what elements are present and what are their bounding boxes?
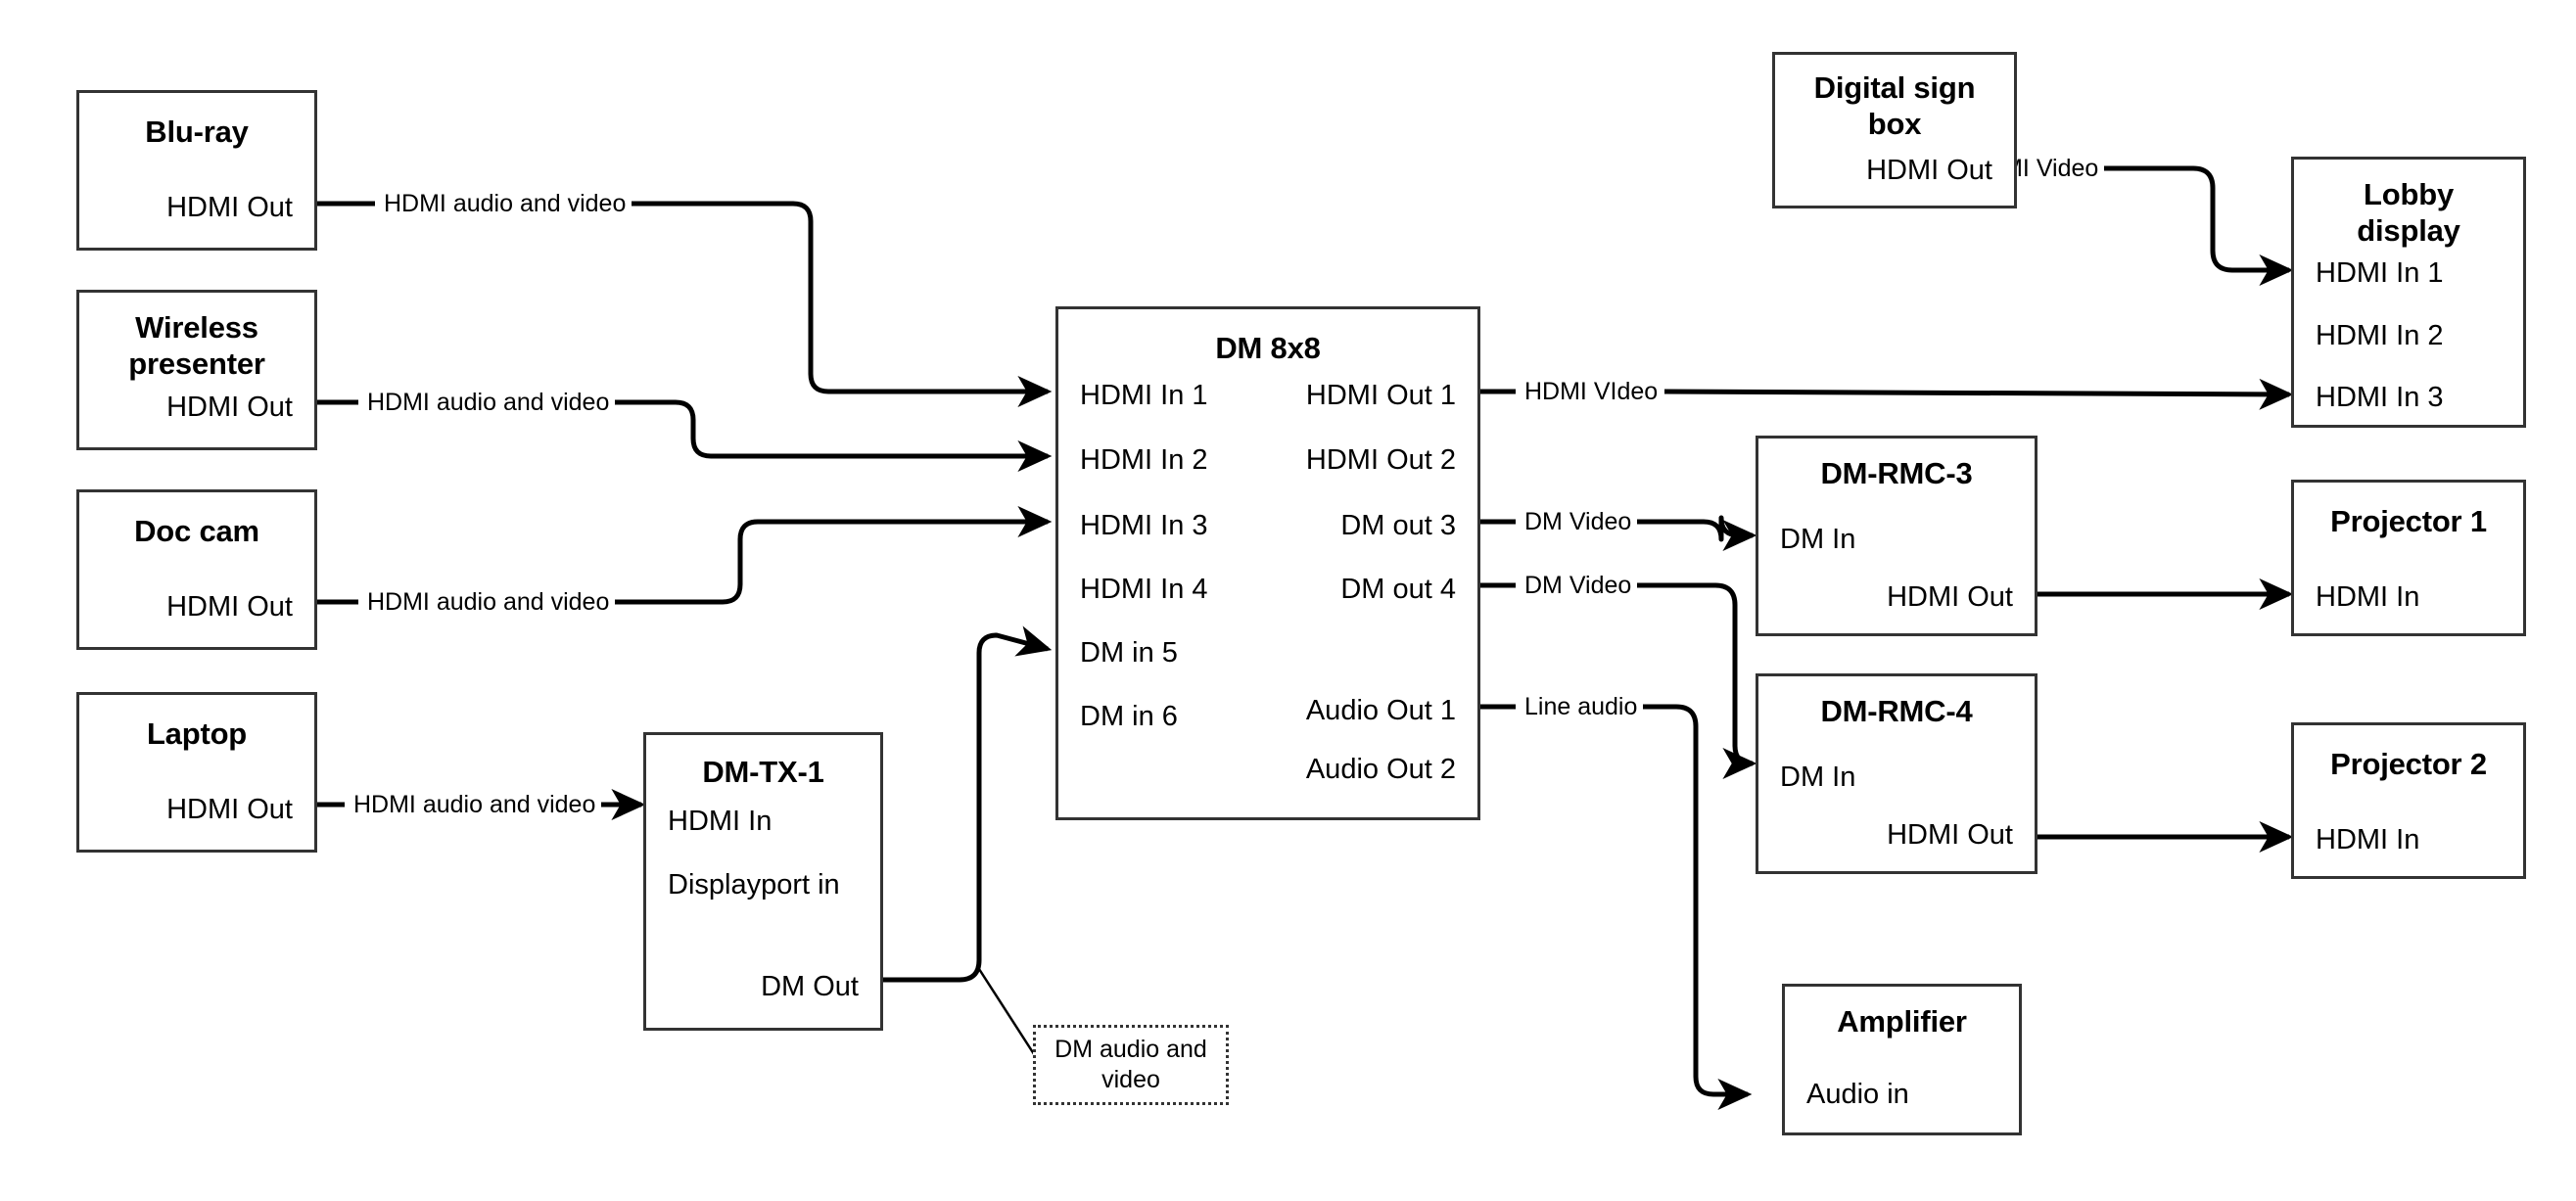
device-dm-8x8-output-hdmi-out-1[interactable]: HDMI Out 1: [1305, 380, 1456, 411]
device-dm-8x8-input-hdmi-in-2[interactable]: HDMI In 2: [1080, 444, 1208, 476]
edge-label-dm8x8-out1-to-lobby: HDMI VIdeo: [1519, 380, 1664, 404]
device-dm-tx-1[interactable]: DM-TX-1 HDMI In Displayport in DM Out: [643, 732, 883, 1031]
device-lobby-display-input-hdmi-in-2[interactable]: HDMI In 2: [2316, 320, 2444, 351]
device-dm-8x8-title: DM 8x8: [1215, 331, 1321, 365]
device-doc-cam[interactable]: Doc cam HDMI Out: [76, 489, 317, 650]
device-lobby-display-title: Lobby display: [2294, 177, 2523, 249]
edge-label-dm8x8-out4-to-rmc4: DM Video: [1519, 574, 1638, 598]
wire-wireless-to-dm8x8-b: [615, 399, 1053, 473]
device-digital-sign-box-port-hdmi-out[interactable]: HDMI Out: [1866, 155, 1992, 186]
wire-dm8x8-out3-to-rmc3-b: [1637, 515, 1757, 552]
device-dm-tx-1-title: DM-TX-1: [702, 755, 824, 789]
device-lobby-display-input-hdmi-in-3[interactable]: HDMI In 3: [2316, 382, 2444, 413]
device-dm-rmc-4-port-hdmi-out[interactable]: HDMI Out: [1887, 819, 2013, 851]
device-dm-tx-1-port-displayport-in[interactable]: Displayport in: [668, 869, 840, 901]
device-bluray-title: Blu-ray: [145, 115, 249, 149]
device-projector-1-port-hdmi-in[interactable]: HDMI In: [2316, 581, 2420, 613]
device-wireless-presenter-title-line1: Wireless: [135, 310, 258, 345]
device-digital-sign-box-title-line1: Digital sign: [1813, 70, 1976, 105]
device-dm-8x8-output-audio-out-1[interactable]: Audio Out 1: [1305, 695, 1456, 726]
device-wireless-presenter-port-hdmi-out[interactable]: HDMI Out: [166, 392, 293, 423]
device-dm-rmc-4-port-dm-in[interactable]: DM In: [1780, 762, 1856, 793]
edge-label-dm8x8-out3-to-rmc3: DM Video: [1519, 510, 1638, 534]
device-digital-sign-box[interactable]: Digital sign box HDMI Out: [1772, 52, 2017, 208]
device-lobby-display-title-line1: Lobby: [2364, 177, 2454, 211]
device-dm-tx-1-port-hdmi-in[interactable]: HDMI In: [668, 806, 773, 837]
note-dm-audio-and-video: DM audio and video: [1033, 1025, 1229, 1105]
device-projector-1-title: Projector 1: [2330, 504, 2487, 538]
leader-dm-audio-video-note: [977, 968, 1038, 1058]
device-projector-1[interactable]: Projector 1 HDMI In: [2291, 480, 2526, 636]
device-laptop[interactable]: Laptop HDMI Out: [76, 692, 317, 853]
device-dm-8x8-input-dm-in-6[interactable]: DM in 6: [1080, 701, 1178, 732]
device-laptop-title: Laptop: [146, 716, 248, 751]
device-dm-rmc-3-title: DM-RMC-3: [1820, 456, 1973, 490]
device-lobby-display[interactable]: Lobby display HDMI In 1 HDMI In 2 HDMI I…: [2291, 157, 2526, 428]
wire-bluray-to-dm8x8-b: [601, 201, 1053, 408]
edge-label-dm8x8-audio1-to-amp: Line audio: [1519, 695, 1644, 719]
device-dm-rmc-4[interactable]: DM-RMC-4 DM In HDMI Out: [1756, 673, 2037, 874]
device-doc-cam-title: Doc cam: [134, 514, 259, 548]
wire-dm8x8-out4-to-rmc4-b: [1637, 582, 1757, 780]
device-dm-8x8-output-dm-out-4[interactable]: DM out 4: [1340, 574, 1456, 605]
device-dm-rmc-3[interactable]: DM-RMC-3 DM In HDMI Out: [1756, 436, 2037, 636]
edge-label-bluray-to-dm8x8: HDMI audio and video: [378, 192, 632, 216]
device-dm-8x8-input-hdmi-in-4[interactable]: HDMI In 4: [1080, 574, 1208, 605]
device-laptop-port-hdmi-out[interactable]: HDMI Out: [166, 794, 293, 825]
device-projector-2-port-hdmi-in[interactable]: HDMI In: [2316, 824, 2420, 855]
device-bluray[interactable]: Blu-ray HDMI Out: [76, 90, 317, 251]
wire-dmtx1-to-dm8x8: [883, 625, 1053, 983]
device-wireless-presenter-title: Wireless presenter: [79, 310, 314, 382]
device-dm-8x8-input-dm-in-5[interactable]: DM in 5: [1080, 637, 1178, 669]
device-dm-8x8[interactable]: DM 8x8 HDMI In 1 HDMI In 2 HDMI In 3 HDM…: [1055, 306, 1480, 820]
note-line-2: video: [1101, 1066, 1160, 1093]
device-digital-sign-box-title: Digital sign box: [1775, 70, 2014, 142]
device-doc-cam-port-hdmi-out[interactable]: HDMI Out: [166, 591, 293, 623]
device-dm-rmc-4-title: DM-RMC-4: [1820, 694, 1973, 728]
device-dm-8x8-output-audio-out-2[interactable]: Audio Out 2: [1305, 754, 1456, 785]
device-amplifier[interactable]: Amplifier Audio in: [1782, 984, 2022, 1135]
device-dm-rmc-3-port-dm-in[interactable]: DM In: [1780, 524, 1856, 555]
device-digital-sign-box-title-line2: box: [1867, 106, 1922, 141]
edge-label-laptop-to-dmtx1: HDMI audio and video: [348, 793, 602, 817]
device-wireless-presenter-title-line2: presenter: [128, 346, 265, 381]
device-lobby-display-title-line2: display: [2357, 212, 2460, 248]
device-dm-8x8-output-hdmi-out-2[interactable]: HDMI Out 2: [1305, 444, 1456, 476]
device-dm-rmc-3-port-hdmi-out[interactable]: HDMI Out: [1887, 581, 2013, 613]
wire-sign-to-lobby-b: [2085, 165, 2294, 287]
wire-doccam-to-dm8x8-b: [615, 505, 1053, 605]
wire-dm8x8-audio1-to-amp-b: [1633, 704, 1753, 1111]
device-wireless-presenter[interactable]: Wireless presenter HDMI Out: [76, 290, 317, 450]
wire-dm8x8-out1-to-lobby-b: [1663, 378, 2294, 410]
edge-label-doccam-to-dm8x8: HDMI audio and video: [361, 590, 616, 615]
device-dm-8x8-input-hdmi-in-3[interactable]: HDMI In 3: [1080, 510, 1208, 541]
edge-label-wireless-to-dm8x8: HDMI audio and video: [361, 391, 616, 415]
device-projector-2-title: Projector 2: [2330, 747, 2487, 781]
device-dm-8x8-output-dm-out-3[interactable]: DM out 3: [1340, 510, 1456, 541]
device-amplifier-title: Amplifier: [1837, 1004, 1967, 1039]
device-amplifier-port-audio-in[interactable]: Audio in: [1806, 1079, 1909, 1110]
device-dm-tx-1-port-dm-out[interactable]: DM Out: [761, 971, 859, 1002]
note-line-1: DM audio and: [1054, 1035, 1207, 1063]
device-bluray-port-hdmi-out[interactable]: HDMI Out: [166, 192, 293, 223]
device-lobby-display-input-hdmi-in-1[interactable]: HDMI In 1: [2316, 257, 2444, 289]
device-projector-2[interactable]: Projector 2 HDMI In: [2291, 722, 2526, 879]
device-dm-8x8-input-hdmi-in-1[interactable]: HDMI In 1: [1080, 380, 1208, 411]
